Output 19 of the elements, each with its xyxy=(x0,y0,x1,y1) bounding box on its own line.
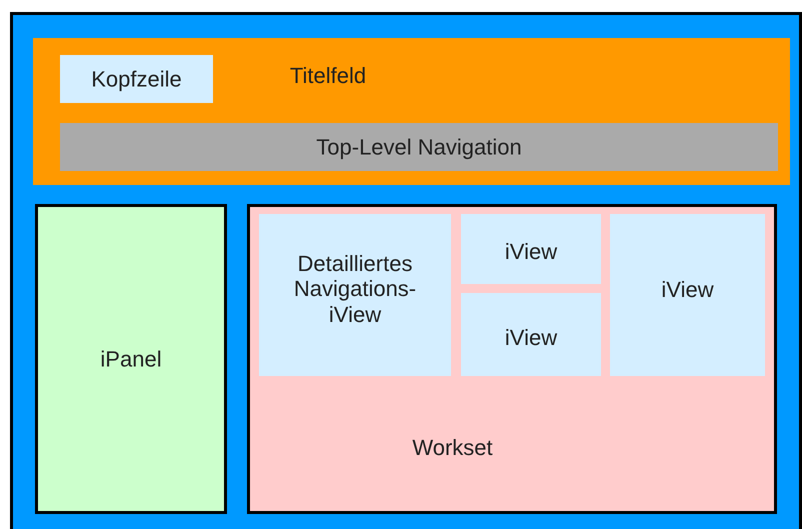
node-label: Kopfzeile xyxy=(90,66,183,92)
iview-box xyxy=(259,214,451,376)
node-label: Detailliertes Navigations- iView xyxy=(292,251,418,327)
page-frame xyxy=(10,12,802,529)
header-box xyxy=(60,55,213,103)
navigation-bar xyxy=(60,123,778,171)
node-label: Titelfeld xyxy=(288,63,368,88)
node-label: iView xyxy=(660,277,715,302)
iview-box xyxy=(461,214,601,284)
panel-box xyxy=(35,204,227,514)
node-label: iPanel xyxy=(99,346,163,372)
iview-box xyxy=(461,293,601,376)
node-label: iView xyxy=(504,325,558,350)
iview-box xyxy=(610,214,765,376)
node-label: iView xyxy=(504,239,558,264)
workset-area xyxy=(247,204,777,514)
node-label: Top-Level Navigation xyxy=(315,134,523,160)
node-label: Workset xyxy=(411,435,494,460)
title-area xyxy=(33,38,790,185)
